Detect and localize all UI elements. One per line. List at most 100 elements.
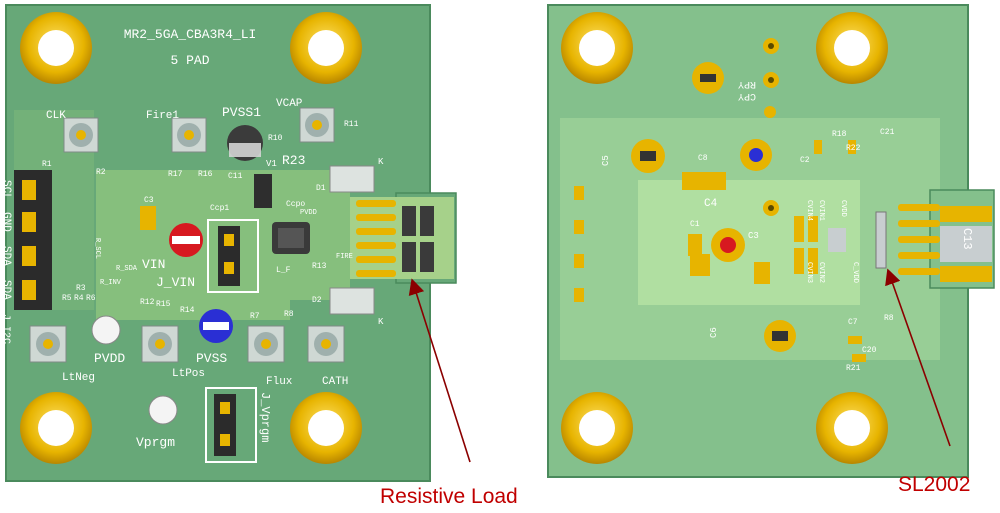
mount-hole-back-tl (561, 12, 633, 84)
label-c3: C3 (144, 196, 154, 205)
component-c3 (140, 206, 156, 230)
label-cvin1: CVIN1 (817, 200, 825, 221)
label-d1: D1 (316, 184, 326, 193)
mount-hole-back-bl (561, 392, 633, 464)
sma-connector-ltpos (141, 325, 179, 363)
label-c11: C11 (228, 172, 243, 181)
label-r6: R6 (86, 294, 96, 303)
front-board: MR2_5GA_CBA3R4_LI 5 PAD (0, 4, 457, 482)
label-r18: R18 (832, 130, 847, 139)
sma-connector-flux (247, 325, 285, 363)
front-board-title: MR2_5GA_CBA3R4_LI (124, 27, 257, 42)
label-c3: C3 (748, 231, 759, 241)
label-cvdd: CVDD (839, 200, 847, 217)
label-r4: R4 (74, 294, 84, 303)
label-pvss: PVSS (196, 351, 227, 366)
label-r1: R1 (42, 160, 52, 169)
label-sda: SDA (0, 246, 12, 266)
mount-hole-front-tr (290, 12, 362, 84)
component-c5 (631, 139, 665, 173)
jumper-j-vin (207, 219, 259, 293)
sma-connector-vcap (299, 107, 335, 143)
label-ltneg: LtNeg (62, 372, 95, 384)
sma-connector-ltneg (29, 325, 67, 363)
resistive-load-pads (356, 200, 434, 277)
test-point-pvdd (91, 315, 121, 345)
label-c20: C20 (862, 346, 877, 355)
inductor-lf (272, 222, 310, 254)
label-c6: C6 (709, 327, 719, 338)
mount-hole-front-br (290, 392, 362, 464)
component-red-cap (711, 228, 745, 262)
jumper-j-vprgm (205, 387, 257, 463)
label-vcap: VCAP (276, 98, 303, 110)
callout-resistive-load: Resistive Load (380, 485, 518, 508)
label-cvin4: CVIN4 (805, 200, 813, 221)
label-c2: C2 (800, 156, 810, 165)
label-fire: FIRE (336, 253, 353, 261)
label-lf: L_F (276, 266, 291, 275)
label-r-inv: R_INV (100, 279, 122, 287)
test-point-pvss (199, 309, 233, 343)
label-r10: R10 (268, 134, 283, 143)
label-j-vprgm: J_Vprgm (258, 392, 272, 442)
small-smd-parts (690, 140, 866, 362)
via-top-2 (763, 72, 779, 88)
via-top-1 (763, 38, 779, 54)
label-c7: C7 (848, 318, 858, 327)
sl2002-pads (875, 204, 992, 282)
label-r21: R21 (846, 364, 861, 373)
label-k-bot: K (378, 317, 384, 327)
label-r17: R17 (168, 170, 183, 179)
back-board: RPY CPY C5 C8 C4 C1 C3 C6 C2 R18 C21 R22… (547, 4, 995, 478)
label-r3: R3 (76, 284, 86, 293)
label-j-vin: J_VIN (156, 275, 195, 290)
label-fire1: Fire1 (146, 110, 179, 122)
callout-sl2002: SL2002 (898, 473, 971, 496)
label-cvin3: CVIN3 (805, 262, 813, 283)
via-mid (763, 200, 779, 216)
label-clk: CLK (46, 110, 66, 122)
label-flux: Flux (266, 376, 293, 388)
resistive-load-arrow (408, 278, 471, 463)
label-cvin2: CVIN2 (817, 262, 825, 283)
back-inner-pour (638, 180, 860, 305)
mount-hole-back-tr (816, 12, 888, 84)
label-c4: C4 (704, 198, 718, 210)
sma-connector-cath (307, 325, 345, 363)
label-gnd: GND (0, 212, 12, 232)
mount-hole-front-tl (20, 12, 92, 84)
ic-v1 (254, 174, 272, 208)
label-r16: R16 (198, 170, 213, 179)
label-cpy: CPY (738, 90, 756, 101)
label-r22: R22 (846, 144, 861, 153)
label-pvdd: PVDD (94, 351, 125, 366)
left-edge-pads (574, 186, 584, 302)
label-r2: R2 (96, 168, 106, 177)
label-r15: R15 (156, 300, 171, 309)
label-sda-2: SDA (0, 280, 12, 300)
label-r7: R7 (250, 312, 260, 321)
label-r-scl: R_SCL (93, 238, 101, 259)
diode-d1 (329, 165, 375, 193)
label-r14: R14 (180, 306, 195, 315)
component-blue-cap (740, 139, 772, 171)
label-v1: V1 (266, 159, 277, 169)
label-j-i2c: J_I2C (0, 314, 11, 344)
label-ccpo: Ccpo (286, 200, 305, 209)
label-c8: C8 (698, 154, 708, 163)
label-c13: C13 (960, 228, 974, 250)
label-r8: R8 (884, 314, 894, 323)
sl2002-arrow (885, 268, 951, 447)
sma-connector-clk (63, 117, 99, 153)
label-r11: R11 (344, 120, 359, 129)
label-c-vdd: C_VDD (851, 262, 859, 283)
label-pvdd-small: PVDD (300, 209, 317, 217)
via-top-3 (764, 106, 776, 118)
label-pvss1: PVSS1 (222, 105, 261, 120)
label-rpy: RPY (738, 78, 756, 89)
label-r-sda: R_SDA (116, 265, 138, 273)
label-c21: C21 (880, 128, 895, 137)
cvin-caps (794, 216, 846, 274)
label-ccp1: Ccp1 (210, 204, 229, 213)
